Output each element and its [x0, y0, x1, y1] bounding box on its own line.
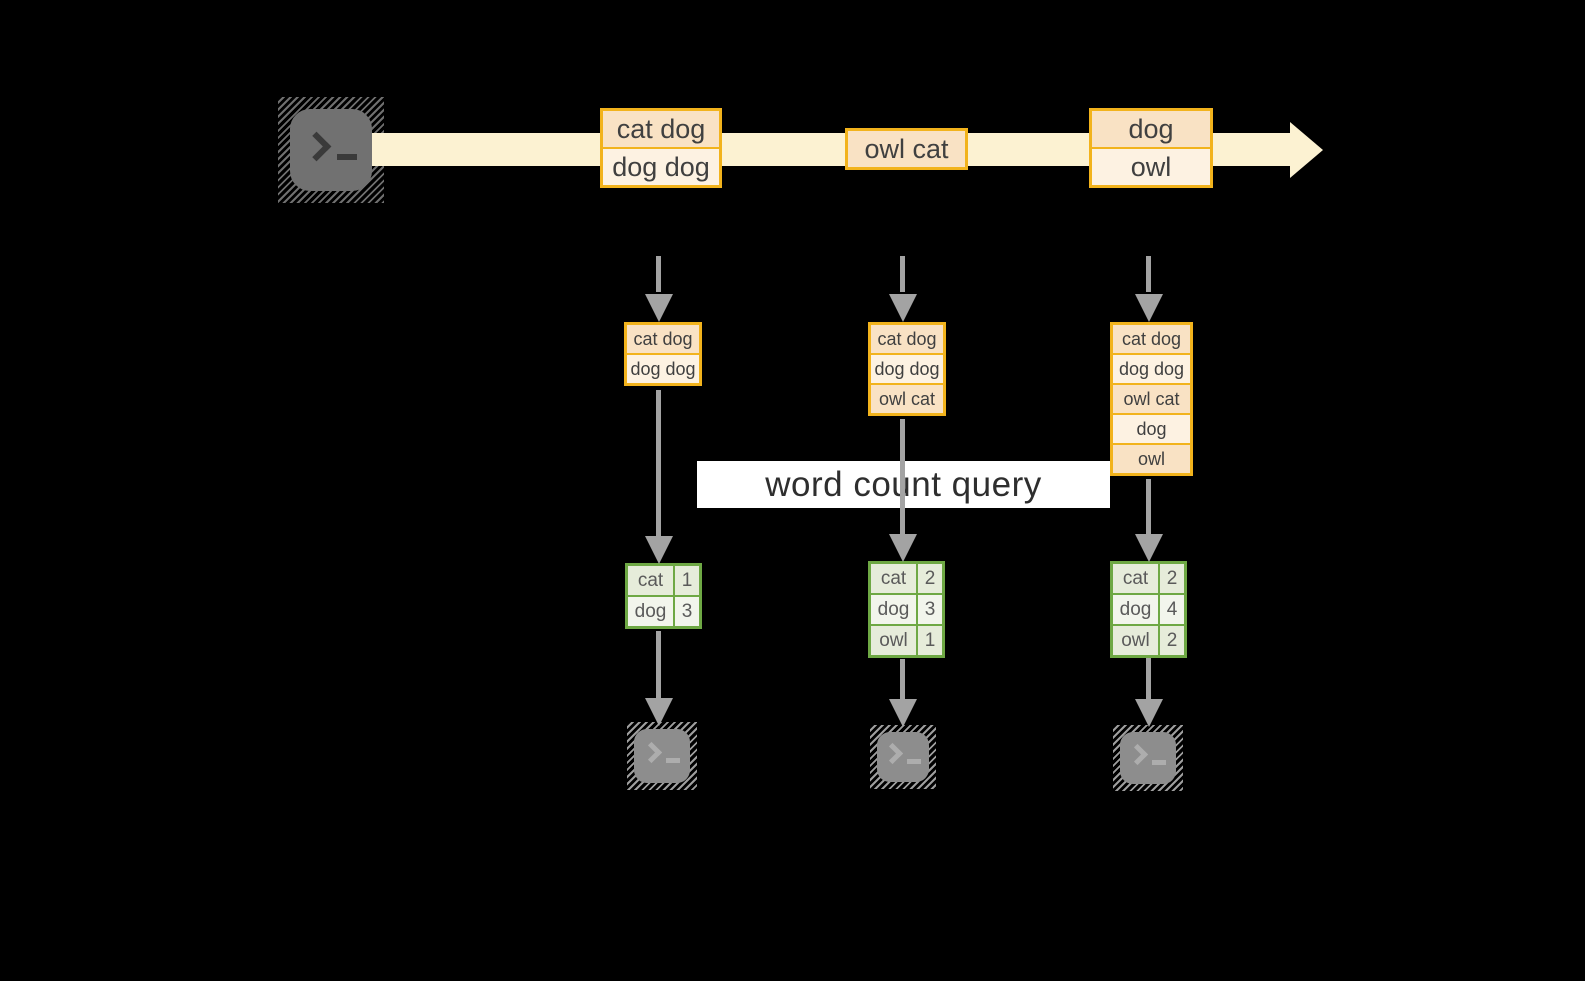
chevron-right-icon	[301, 131, 331, 161]
sink-terminal-icon-3	[1113, 725, 1183, 791]
stream-arrowhead-icon	[1290, 122, 1323, 178]
arrowhead-icon	[645, 698, 673, 726]
result-table-3: cat 2 dog 4 owl 2	[1110, 561, 1187, 658]
word-cell: dog	[871, 595, 918, 624]
terminal-prompt-icon	[301, 131, 357, 161]
result-table-2: cat 2 dog 3 owl 1	[868, 561, 945, 658]
stream-record-2: owl cat	[845, 128, 968, 170]
terminal-prompt-icon	[640, 741, 680, 763]
dashed-arrow-line	[900, 256, 905, 292]
chevron-right-icon	[1126, 743, 1149, 765]
record-row: owl cat	[848, 131, 965, 167]
underscore-cursor-icon	[336, 154, 357, 160]
count-cell: 1	[918, 626, 942, 655]
terminal-prompt-icon	[1126, 743, 1166, 765]
state-box-3: cat dog dog dog owl cat dog owl	[1110, 322, 1193, 476]
terminal-prompt-icon	[881, 742, 921, 764]
table-row: dog 3	[628, 595, 699, 626]
arrowhead-icon	[1135, 534, 1163, 562]
stream-record-3: dog owl	[1089, 108, 1213, 188]
arrow-line	[1146, 658, 1151, 699]
terminal-face	[290, 109, 372, 191]
count-cell: 1	[675, 566, 699, 595]
state-row: cat dog	[871, 325, 943, 353]
arrow-line	[1146, 479, 1151, 534]
terminal-face	[877, 732, 929, 782]
arrowhead-icon	[889, 294, 917, 322]
chevron-right-icon	[881, 742, 904, 764]
state-row: cat dog	[627, 325, 699, 353]
count-cell: 3	[675, 597, 699, 626]
terminal-face	[1120, 732, 1176, 784]
terminal-face	[634, 729, 690, 783]
word-cell: dog	[1113, 595, 1160, 624]
sink-terminal-icon-2	[870, 725, 936, 789]
state-row: dog dog	[871, 353, 943, 383]
table-row: owl 1	[871, 624, 942, 655]
arrowhead-icon	[1135, 294, 1163, 322]
dashed-arrow-line	[1146, 256, 1151, 292]
state-row: dog dog	[627, 353, 699, 383]
stream-record-1: cat dog dog dog	[600, 108, 722, 188]
arrow-line	[656, 631, 661, 698]
state-row: dog	[1113, 413, 1190, 443]
dashed-arrow-line	[656, 256, 661, 292]
sink-terminal-icon-1	[627, 722, 697, 790]
word-cell: dog	[628, 597, 675, 626]
table-row: cat 1	[628, 566, 699, 595]
state-row: owl	[1113, 443, 1190, 473]
arrowhead-icon	[889, 699, 917, 727]
arrowhead-icon	[645, 536, 673, 564]
record-row: cat dog	[603, 111, 719, 147]
count-cell: 2	[1160, 564, 1184, 593]
state-row: owl cat	[1113, 383, 1190, 413]
result-table-1: cat 1 dog 3	[625, 563, 702, 629]
count-cell: 3	[918, 595, 942, 624]
arrowhead-icon	[889, 534, 917, 562]
word-cell: cat	[1113, 564, 1160, 593]
underscore-cursor-icon	[907, 758, 921, 764]
underscore-cursor-icon	[666, 757, 680, 763]
arrow-line	[900, 659, 905, 699]
state-row: owl cat	[871, 383, 943, 413]
underscore-cursor-icon	[1152, 759, 1166, 765]
state-row: dog dog	[1113, 353, 1190, 383]
table-row: owl 2	[1113, 624, 1184, 655]
word-cell: cat	[628, 566, 675, 595]
table-row: cat 2	[1113, 564, 1184, 593]
record-row: dog	[1092, 111, 1210, 147]
count-cell: 4	[1160, 595, 1184, 624]
count-cell: 2	[1160, 626, 1184, 655]
record-row: dog dog	[603, 147, 719, 185]
chevron-right-icon	[640, 741, 663, 763]
state-box-1: cat dog dog dog	[624, 322, 702, 386]
record-row: owl	[1092, 147, 1210, 185]
arrow-line	[900, 419, 905, 534]
table-row: dog 4	[1113, 593, 1184, 624]
arrow-line	[656, 390, 661, 536]
table-row: cat 2	[871, 564, 942, 593]
state-box-2: cat dog dog dog owl cat	[868, 322, 946, 416]
word-cell: owl	[871, 626, 918, 655]
table-row: dog 3	[871, 593, 942, 624]
word-cell: cat	[871, 564, 918, 593]
count-cell: 2	[918, 564, 942, 593]
arrowhead-icon	[645, 294, 673, 322]
source-terminal-icon	[278, 97, 384, 203]
word-cell: owl	[1113, 626, 1160, 655]
state-row: cat dog	[1113, 325, 1190, 353]
arrowhead-icon	[1135, 699, 1163, 727]
